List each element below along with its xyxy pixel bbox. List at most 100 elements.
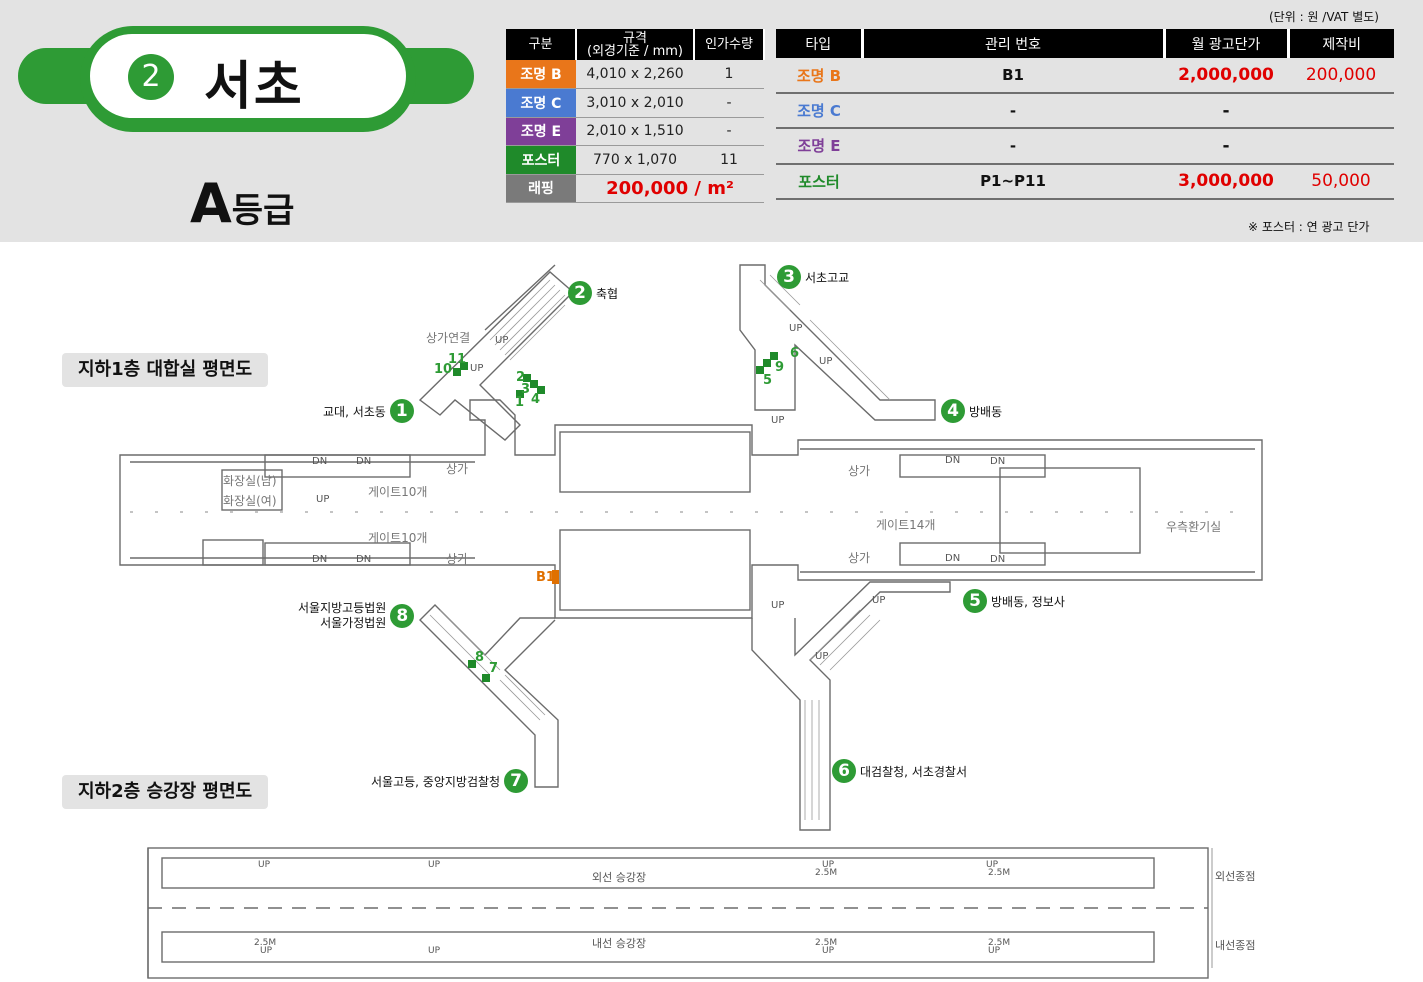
label-inner-platform: 내선 승강장 (592, 937, 647, 950)
unit-note: (단위 : 원 /VAT 별도) (1269, 10, 1379, 24)
poster-num-9: 9 (775, 360, 785, 375)
spec-type: 조명 C (506, 88, 576, 118)
station-name: 서초 (204, 57, 304, 117)
poster-marker (523, 374, 531, 382)
poster-num-2: 2 (516, 370, 526, 385)
exit-6-number: 6 (832, 759, 856, 783)
price-mgmt: - (862, 128, 1164, 165)
price-type: 조명 E (776, 128, 862, 165)
label-shop-3: 상가 (848, 464, 871, 478)
poster-num-10: 10 (434, 362, 453, 377)
spec-qty: 1 (694, 60, 764, 89)
label-shop-link: 상가연결 (426, 331, 471, 345)
spec-type: 조명 B (506, 60, 576, 89)
label-dn-3: DN (312, 554, 328, 565)
lighting-b-marker (552, 570, 559, 584)
label-shop-4: 상가 (848, 551, 871, 565)
poster-marker (482, 674, 490, 682)
poster-marker (770, 352, 778, 360)
spec-qty: - (694, 117, 764, 146)
label-shop-1: 상가 (446, 462, 469, 476)
b2-up-4: UP (986, 860, 999, 870)
label-dn-8: DN (990, 554, 1006, 565)
b2-outline (147, 847, 1209, 979)
price-header-production: 제작비 (1288, 29, 1394, 58)
station-number: 2 (128, 54, 174, 100)
price-header-mgmt: 관리 번호 (862, 29, 1166, 58)
label-dn-1: DN (312, 456, 328, 467)
label-up-9: UP (815, 651, 829, 662)
price-header-monthly: 월 광고단가 (1164, 29, 1290, 58)
price-mgmt: B1 (862, 58, 1164, 95)
poster-num-5: 5 (763, 373, 773, 388)
poster-num-6: 6 (790, 346, 800, 361)
label-up-4: UP (789, 323, 803, 334)
b2-up-7: UP (822, 946, 835, 956)
label-shop-2: 상가 (446, 552, 469, 566)
poster-marker (460, 362, 468, 370)
label-outer-end: 외선종점 (1215, 870, 1256, 883)
poster-num-11: 11 (448, 352, 467, 367)
spec-header-qty: 인가수량 (694, 29, 765, 60)
exit-1-number: 1 (389, 399, 414, 423)
price-header-type: 타입 (776, 29, 864, 58)
price-type: 조명 B (776, 58, 862, 95)
spec-size: 2,010 x 1,510 (576, 117, 694, 146)
spec-size: 3,010 x 2,010 (576, 88, 694, 118)
poster-num-4: 4 (531, 392, 541, 407)
station-grade: A등급 (190, 172, 294, 235)
poster-marker (530, 380, 538, 388)
label-dn-7: DN (945, 553, 961, 564)
spec-header-type: 구분 (506, 29, 577, 60)
grade-suffix: 등급 (231, 191, 295, 231)
poster-marker (537, 386, 545, 394)
label-restroom-m: 화장실(남) (223, 474, 277, 488)
spec-wrap-price: 200,000 / m² (576, 174, 764, 203)
label-gate10-top: 게이트10개 (368, 485, 428, 499)
price-type: 포스터 (776, 163, 862, 200)
grade-letter: A (190, 172, 232, 235)
poster-num-7: 7 (489, 661, 499, 676)
poster-note: ※ 포스터 : 연 광고 단가 (1248, 220, 1370, 234)
label-up-1: UP (316, 494, 330, 505)
label-gate14: 게이트14개 (876, 518, 936, 532)
price-monthly: 2,000,000 (1164, 58, 1288, 95)
price-type: 조명 C (776, 93, 862, 130)
label-right-room: 우측환기실 (1166, 520, 1222, 534)
price-mgmt: - (862, 93, 1164, 130)
poster-marker (763, 359, 771, 367)
b2-height-2: 2.5M (988, 868, 1011, 878)
poster-num-8: 8 (475, 650, 485, 665)
spec-type: 포스터 (506, 145, 576, 175)
poster-marker (756, 366, 764, 374)
exit-2-number: 2 (568, 281, 592, 305)
spec-wrap-type: 래핑 (506, 174, 576, 203)
spec-size: 770 x 1,070 (576, 145, 694, 175)
exit-7-number: 7 (504, 769, 529, 793)
label-restroom-f: 화장실(여) (223, 494, 277, 508)
label-up-6: UP (771, 415, 785, 426)
label-up-3: UP (470, 363, 484, 374)
stair-hatching (429, 274, 891, 820)
b2-height-5: 2.5M (988, 938, 1011, 948)
price-row: 조명 E-- (776, 128, 1394, 165)
spec-size: 4,010 x 2,260 (576, 60, 694, 89)
exit-8-number: 8 (390, 604, 415, 628)
price-mgmt: P1~P11 (862, 163, 1164, 200)
label-up-8: UP (872, 595, 886, 606)
label-gate10-bottom: 게이트10개 (368, 531, 428, 545)
spec-qty: - (694, 88, 764, 118)
poster-num-1: 1 (515, 395, 525, 410)
